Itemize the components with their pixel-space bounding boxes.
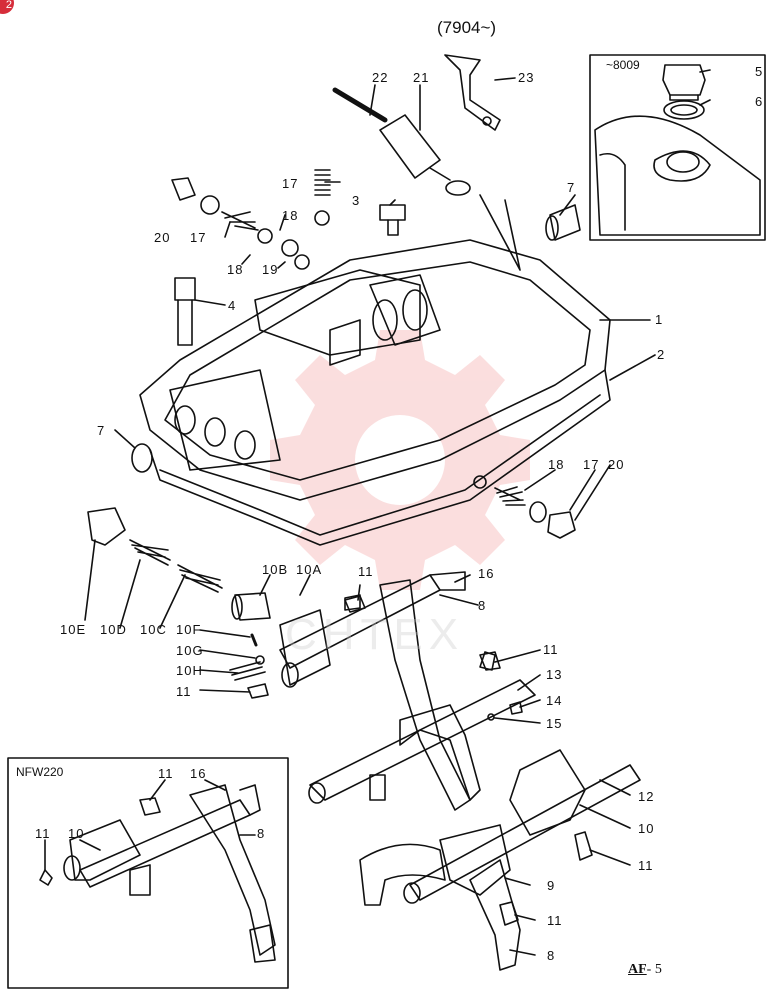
callout-16: 16: [478, 566, 495, 581]
callout-8-upper: 8: [478, 598, 487, 613]
callout-18-top: 18: [282, 208, 299, 223]
page-ref-prefix: AF: [628, 962, 647, 977]
plug-7-main: [131, 443, 153, 473]
callout-7-main: 7: [97, 423, 106, 438]
callout-8-inset: 8: [257, 826, 266, 841]
spring-17-left: [221, 211, 259, 231]
callout-17-left: 17: [190, 230, 207, 245]
callout-23: 23: [518, 70, 535, 85]
callout-20-left: 20: [154, 230, 171, 245]
callout-14: 14: [546, 693, 563, 708]
callout-17-top: 17: [282, 176, 299, 191]
callout-17-right: 17: [583, 457, 600, 472]
callout-11-left: 11: [176, 684, 192, 699]
fork-8-lower: [469, 859, 521, 971]
callout-10g: 10G: [176, 643, 204, 658]
shift-block-10: [509, 749, 586, 836]
inset-bottom-label: NFW220: [16, 765, 64, 779]
callout-8-lower: 8: [547, 948, 556, 963]
page-ref-number: - 5: [646, 962, 662, 977]
fork-9: [359, 843, 446, 906]
bolt-20-right: [547, 511, 576, 539]
gasket-2: [149, 369, 611, 546]
inset-block-10: [69, 819, 141, 881]
plug-7-top: [549, 204, 581, 241]
inset-housing: [594, 115, 761, 236]
callout-11-top: 11: [358, 564, 374, 579]
watermark-text: CHTEX: [285, 610, 465, 659]
bolt-4: [174, 277, 196, 301]
sensor-21: [379, 114, 441, 179]
serial-range-header: (7904~): [437, 18, 497, 37]
plug-5: [662, 64, 706, 96]
inset-bottom-frame: [7, 757, 289, 989]
piston-10b: [234, 592, 271, 621]
callout-21: 21: [413, 70, 430, 85]
callout-4: 4: [228, 298, 237, 313]
inset-top-frame: [589, 54, 766, 241]
callout-11-inset-left: 11: [35, 826, 51, 841]
page-reference: AF- 5: [628, 962, 662, 978]
callout-10-inset: 10: [68, 826, 85, 841]
callout-10b: 10B: [262, 562, 289, 577]
shift-block-9: [439, 824, 511, 896]
page-badge: 2: [0, 0, 14, 14]
shaft-13: [309, 679, 536, 801]
callout-2: 2: [657, 347, 666, 362]
callout-18-left: 18: [227, 262, 244, 277]
callout-12: 12: [638, 789, 655, 804]
callout-10d: 10D: [100, 622, 127, 637]
callout-22: 22: [372, 70, 389, 85]
callout-10f: 10F: [176, 622, 202, 637]
washer-6: [663, 100, 705, 120]
callout-6: 6: [755, 94, 764, 109]
callout-3: 3: [352, 193, 361, 208]
callout-1: 1: [655, 312, 664, 327]
inset-top-label: ~8009: [606, 58, 640, 72]
callout-11-right: 11: [638, 858, 654, 873]
callout-10a: 10A: [296, 562, 323, 577]
plug-3: [379, 204, 406, 221]
bolt-20: [171, 177, 196, 201]
callout-9: 9: [547, 878, 556, 893]
callout-11-inset-top: 11: [158, 766, 174, 781]
shaft-12: [409, 764, 641, 901]
callout-11-mid: 11: [543, 642, 559, 657]
callout-18-right: 18: [548, 457, 565, 472]
spring-17-right: [494, 486, 526, 506]
spring-17-top: [314, 169, 331, 196]
callout-10c: 10C: [140, 622, 167, 637]
fork-lower: [399, 704, 481, 801]
bracket-23: [444, 54, 501, 131]
callout-16-inset: 16: [190, 766, 207, 781]
spring-10d: [129, 539, 171, 566]
plug-10e: [87, 507, 126, 546]
callout-13: 13: [546, 667, 563, 682]
callout-19: 19: [262, 262, 279, 277]
inset-fork-8: [189, 784, 276, 956]
callout-7-top: 7: [567, 180, 576, 195]
inset-shaft-16: [79, 799, 251, 888]
callout-15: 15: [546, 716, 563, 731]
watermark-gear: [270, 330, 530, 590]
spring-10c: [177, 564, 223, 593]
callout-10: 10: [638, 821, 655, 836]
callout-10h: 10H: [176, 663, 203, 678]
callout-11-bottom: 11: [547, 913, 563, 928]
callout-10e: 10E: [60, 622, 87, 637]
callout-20-right: 20: [608, 457, 625, 472]
callout-5: 5: [755, 64, 764, 79]
